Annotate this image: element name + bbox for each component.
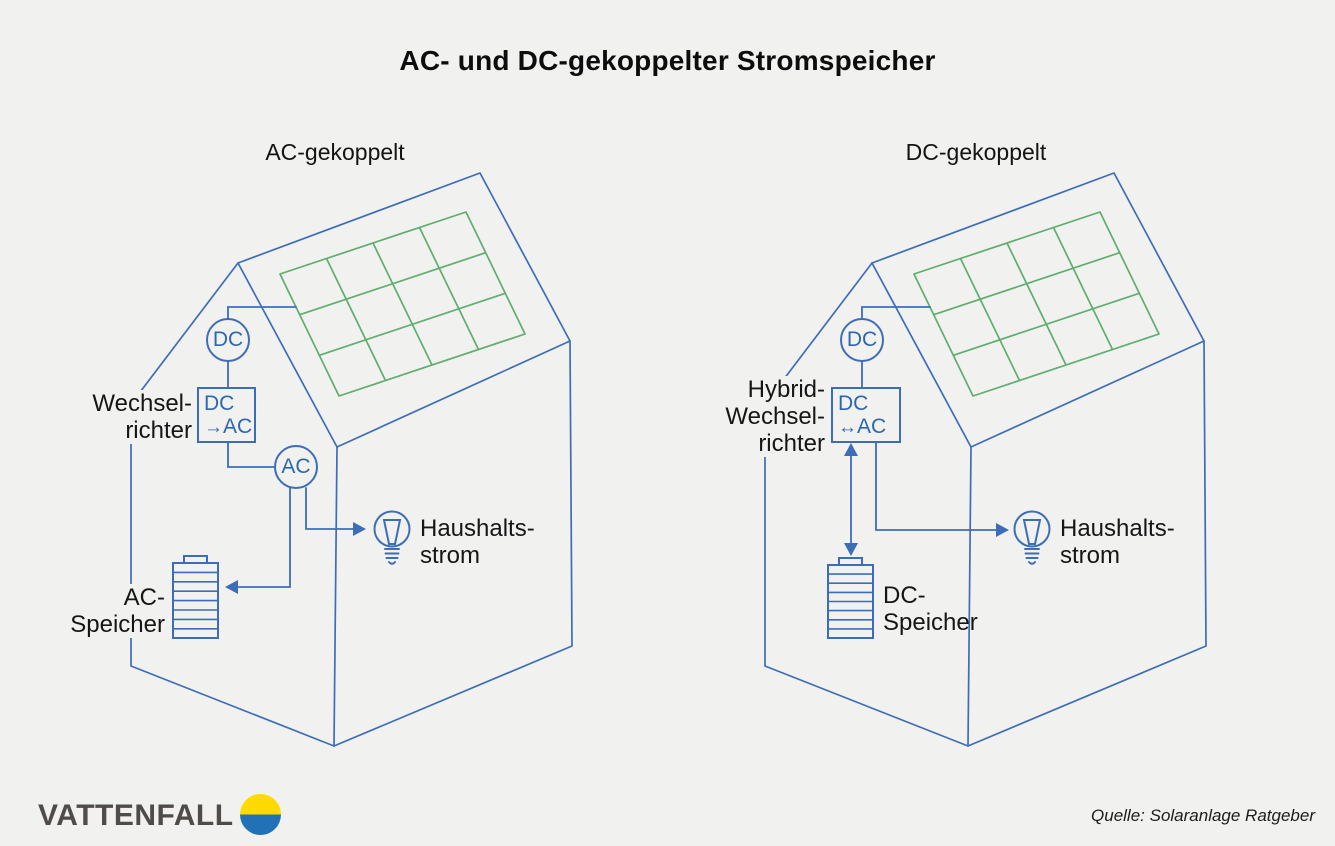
inverter-label-left: Wechsel- richter: [62, 390, 192, 444]
household-label-right-line1: Haushalts-: [1060, 515, 1175, 542]
flow-lines-right: [850, 306, 997, 548]
solar-panel-icon-left: [279, 211, 526, 397]
household-label-left-line2: strom: [420, 542, 480, 569]
arrow-to-battery-left: [225, 580, 238, 594]
storage-label-left-line1: AC-: [123, 584, 165, 611]
inverter-label-right-line3: richter: [758, 430, 825, 457]
converter-label-right-row1: DC: [838, 391, 869, 415]
battery-icon-left: [172, 555, 219, 639]
flow-lines-left: [227, 306, 354, 588]
converter-label-right-row2-text: AC: [857, 414, 887, 438]
household-label-left: Haushalts- strom: [420, 515, 590, 569]
brand-wordmark: VATTENFALL: [38, 799, 234, 832]
output-node-label-left: AC: [281, 455, 311, 478]
storage-label-right-line2: Speicher: [883, 609, 978, 636]
dc-node-circle-left: [206, 318, 250, 362]
inverter-label-right-line2: Wechsel-: [725, 403, 825, 430]
house-outline-right: [764, 172, 1207, 747]
dc-node-circle-right: [840, 318, 884, 362]
page-title: AC- und DC-gekoppelter Stromspeicher: [399, 45, 936, 76]
lightbulb-icon-left: [373, 510, 411, 565]
right-arrow-icon: →: [204, 416, 223, 438]
arrow-to-bulb-left: [353, 522, 366, 536]
source-credit: Quelle: Solaranlage Ratgeber: [1091, 806, 1315, 825]
converter-label-left-row2-text: AC: [223, 414, 253, 438]
converter-box-left: [197, 387, 256, 443]
converter-label-left-row2: →AC: [204, 415, 255, 439]
house-outline-left: [130, 172, 573, 747]
inverter-label-right-line1: Hybrid-: [747, 376, 825, 403]
section-heading-ac: AC-gekoppelt: [265, 139, 405, 165]
ac-node-circle-left: [274, 445, 318, 489]
converter-label-left-row1: DC: [204, 391, 235, 415]
storage-label-right-line1: DC-: [883, 582, 926, 609]
storage-label-left-line2: Speicher: [70, 611, 165, 638]
lightbulb-icon-right: [1013, 510, 1051, 565]
storage-label-left: AC- Speicher: [40, 584, 165, 638]
inverter-label-left-line2: richter: [125, 417, 192, 444]
storage-label-right: DC- Speicher: [883, 582, 1028, 636]
vattenfall-logo-icon: [240, 794, 281, 835]
converter-label-left: DC →AC: [198, 388, 255, 442]
household-label-right: Haushalts- strom: [1060, 515, 1230, 569]
section-heading-dc: DC-gekoppelt: [905, 139, 1047, 165]
pv-node-label-right: DC: [846, 328, 878, 351]
double-arrow-icon: ↔: [838, 416, 857, 438]
arrow-to-battery-right: [844, 543, 858, 556]
battery-icon-right: [827, 557, 874, 639]
household-label-left-line1: Haushalts-: [420, 515, 535, 542]
converter-label-right-row2: ↔AC: [838, 415, 900, 439]
converter-label-right: DC ↔AC: [832, 388, 900, 442]
household-label-right-line2: strom: [1060, 542, 1120, 569]
arrow-to-converter-right: [844, 443, 858, 456]
converter-box-right: [831, 387, 901, 443]
pv-node-label-left: DC: [212, 328, 244, 351]
solar-panel-icon-right: [913, 211, 1160, 397]
arrow-to-bulb-right: [996, 523, 1009, 537]
inverter-label-right: Hybrid- Wechsel- richter: [698, 376, 825, 457]
inverter-label-left-line1: Wechsel-: [92, 390, 192, 417]
